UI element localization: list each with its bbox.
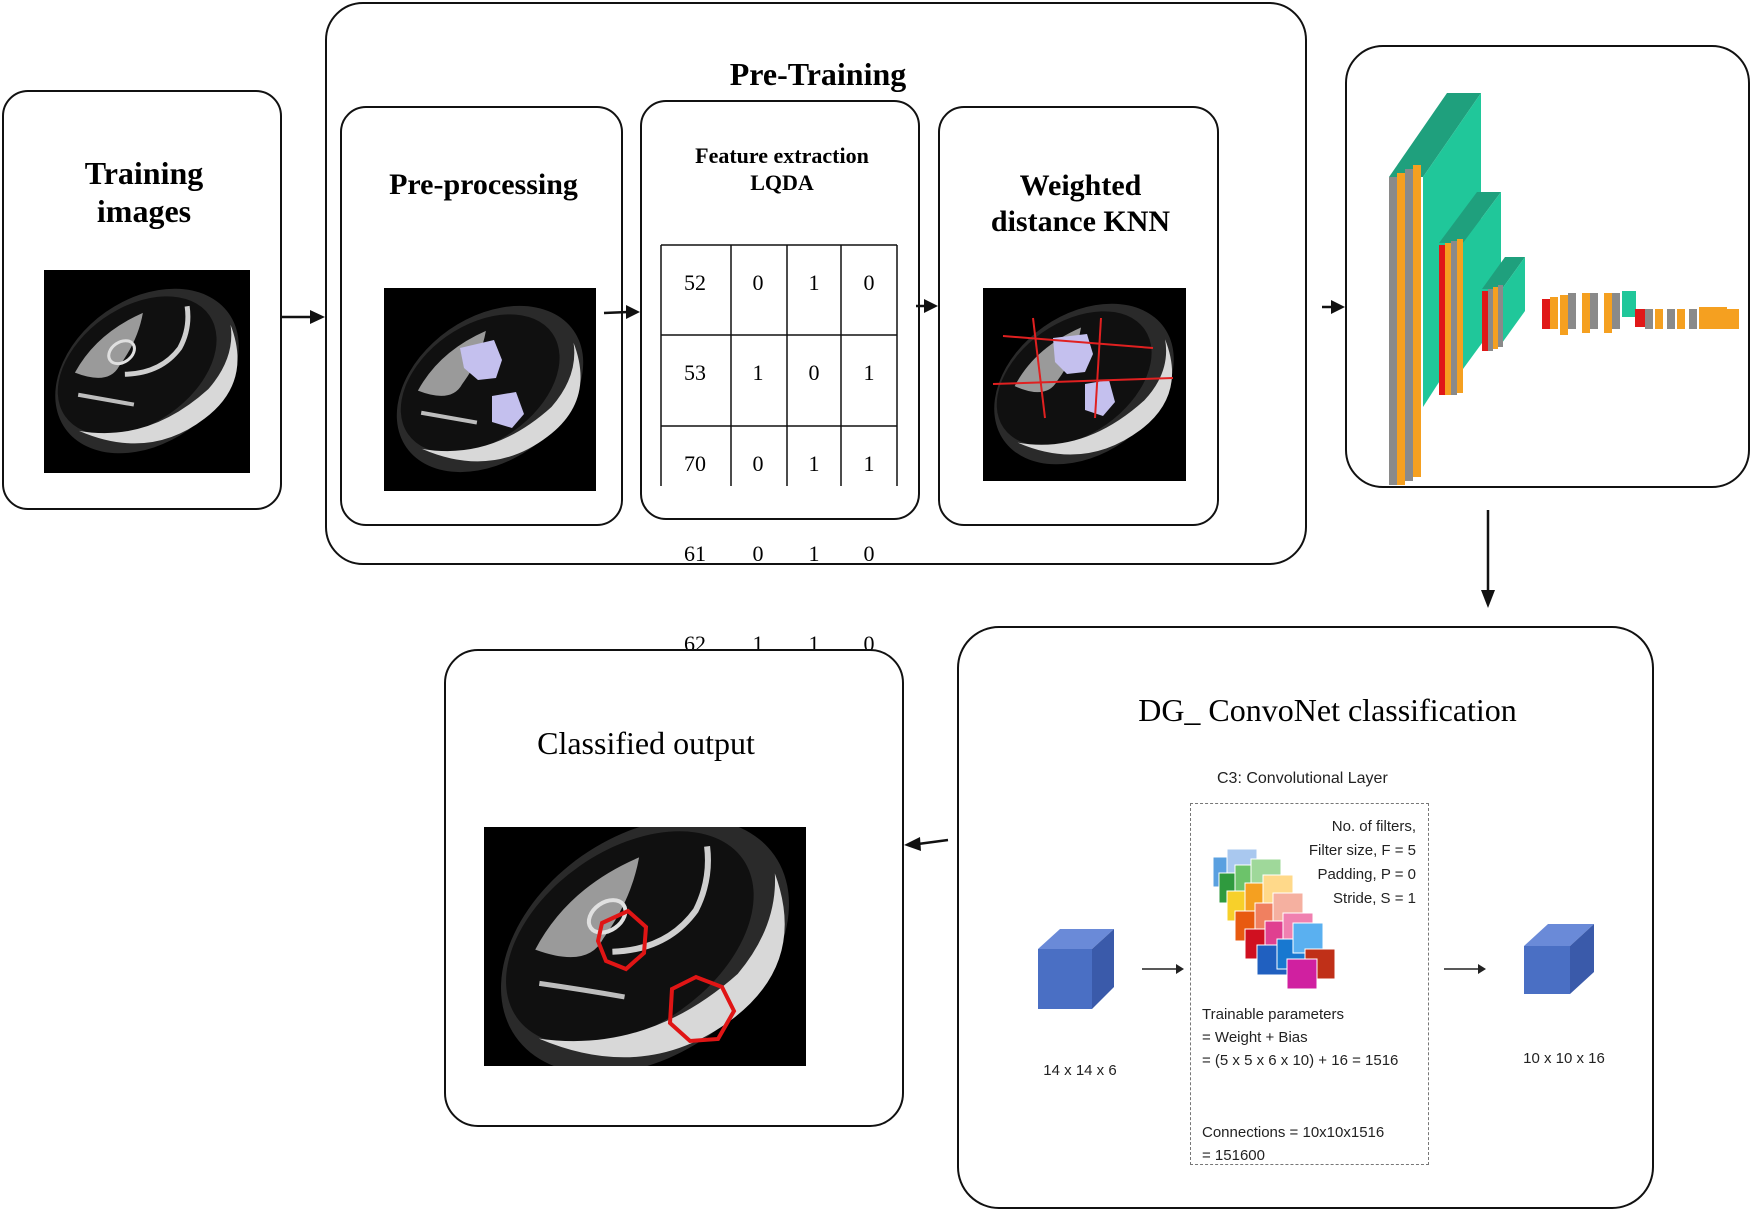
classified-mri-image bbox=[484, 827, 806, 1066]
filters-line: Stride, S = 1 bbox=[1333, 890, 1416, 907]
table-cell: 0 bbox=[808, 360, 820, 385]
table-cell: 61 bbox=[684, 541, 706, 566]
table-cell: 0 bbox=[863, 270, 875, 295]
trainable-params-text: Trainable parameters = Weight + Bias = (… bbox=[1202, 1003, 1398, 1072]
arrow-input-to-conv bbox=[1142, 964, 1184, 974]
input-size-label: 14 x 14 x 6 bbox=[1043, 1062, 1117, 1079]
table-cell: 0 bbox=[752, 270, 764, 295]
pretraining-title: Pre-Training bbox=[729, 56, 907, 92]
table-cell: 0 bbox=[863, 541, 875, 566]
params-line: = (5 x 5 x 6 x 10) + 16 = 1516 bbox=[1202, 1052, 1399, 1069]
params-line: Trainable parameters bbox=[1202, 1006, 1345, 1023]
filters-line: Padding, P = 0 bbox=[1317, 866, 1416, 883]
filters-line: Filter size, F = 5 bbox=[1308, 842, 1416, 859]
segment-region-lower bbox=[492, 392, 524, 428]
knn-box: Weighted distance KNN bbox=[938, 106, 1219, 526]
output-cube bbox=[1524, 924, 1594, 994]
training-images-title: Training images bbox=[4, 154, 284, 230]
arrow-conv-to-output bbox=[1444, 964, 1486, 974]
cnn-architecture-box bbox=[1345, 45, 1750, 488]
feature-extraction-box: Feature extraction LQDA bbox=[640, 100, 920, 520]
table-cell: 53 bbox=[684, 360, 706, 385]
filter-stack-visual bbox=[1212, 848, 1336, 990]
training-title-line1: Training bbox=[84, 155, 204, 191]
feature-extraction-title: Feature extraction LQDA bbox=[642, 142, 922, 196]
arrow-classification-to-output bbox=[917, 838, 949, 846]
preprocessing-title: Pre-processing bbox=[389, 168, 578, 201]
filters-text: No. of filters, Filter size, F = 5 Paddi… bbox=[1200, 815, 1416, 911]
training-images-box: Training images bbox=[2, 90, 282, 510]
table-cell: 1 bbox=[808, 270, 820, 295]
table-cell: 52 bbox=[684, 270, 706, 295]
input-cube bbox=[1038, 929, 1114, 1009]
table-cell: 0 bbox=[752, 451, 764, 476]
connections-line: = 151600 bbox=[1202, 1147, 1265, 1164]
table-cell: 0 bbox=[752, 541, 764, 566]
training-mri-image bbox=[44, 270, 250, 473]
preprocessing-mri-image bbox=[384, 288, 596, 491]
filters-line: No. of filters, bbox=[1331, 818, 1416, 835]
knn-mri-image bbox=[983, 288, 1186, 481]
output-size-label: 10 x 10 x 16 bbox=[1523, 1050, 1605, 1067]
table-cell: 1 bbox=[808, 451, 820, 476]
feature-title-line2: LQDA bbox=[750, 170, 814, 195]
conv-layer-frame bbox=[1190, 803, 1429, 1165]
knn-title: Weighted distance KNN bbox=[940, 168, 1221, 240]
classification-box: DG_ ConvoNet classification bbox=[957, 626, 1654, 1209]
table-cell: 1 bbox=[808, 541, 820, 566]
table-cell: 70 bbox=[684, 451, 706, 476]
classified-output-title: Classified output bbox=[537, 725, 755, 761]
cnn-layers-visual bbox=[1389, 93, 1739, 485]
table-cell: 1 bbox=[752, 631, 764, 656]
table-cell: 1 bbox=[752, 360, 764, 385]
classification-title: DG_ ConvoNet classification bbox=[1138, 692, 1517, 728]
classified-output-box: Classified output bbox=[444, 649, 904, 1127]
params-line: = Weight + Bias bbox=[1202, 1029, 1308, 1046]
table-cell: 0 bbox=[863, 631, 875, 656]
arrow-preproc-to-feature bbox=[603, 310, 629, 315]
feature-title-line1: Feature extraction bbox=[695, 143, 869, 168]
table-cell: 1 bbox=[863, 451, 875, 476]
conv-layer-title: C3: Convolutional Layer bbox=[1217, 770, 1388, 787]
table-cell: 1 bbox=[808, 631, 820, 656]
connections-line: Connections = 10x10x1516 bbox=[1202, 1124, 1385, 1141]
segment-region-upper bbox=[460, 340, 502, 380]
preprocessing-box: Pre-processing bbox=[340, 106, 623, 526]
training-title-line2: images bbox=[96, 193, 192, 229]
knn-title-line1: Weighted bbox=[1019, 169, 1142, 202]
connections-text: Connections = 10x10x1516 = 151600 bbox=[1202, 1121, 1384, 1167]
table-cell: 1 bbox=[863, 360, 875, 385]
knn-title-line2: distance KNN bbox=[990, 205, 1171, 238]
